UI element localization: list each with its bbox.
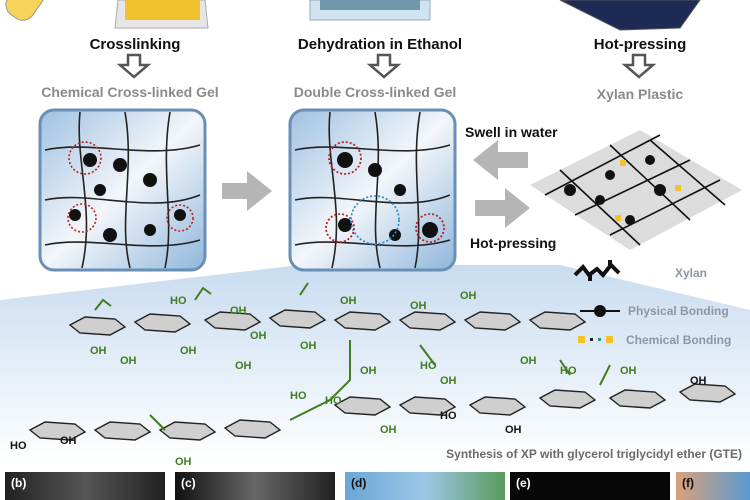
xylose-ring [133, 313, 192, 333]
xylose-ring [333, 311, 392, 331]
test-tube-icon [5, 0, 45, 21]
product-chemical-gel: Chemical Cross-linked Gel [41, 84, 219, 100]
yellow-gel-dish-icon [114, 0, 209, 29]
down-arrow-icon [366, 53, 402, 79]
down-arrow-icon [621, 53, 657, 79]
photo-c: (c) [175, 472, 335, 500]
molecule-label: OH [410, 300, 427, 312]
gte-linkers [94, 282, 611, 431]
molecule-label: OH [250, 330, 267, 342]
hot-pressing-label: Hot-pressing [470, 235, 557, 251]
xylose-ring [203, 311, 262, 331]
photo-label: (e) [516, 476, 531, 490]
molecule-label: HO [420, 360, 437, 372]
molecule-label: OH [620, 365, 637, 377]
legend-chemical-bonding: Chemical Bonding [626, 333, 732, 347]
chemical-gel-network [38, 108, 207, 272]
swell-arrow-icon [473, 140, 528, 180]
step-dehydration: Dehydration in Ethanol [297, 36, 463, 53]
xylose-ring [678, 383, 737, 403]
molecule-label: OH [180, 345, 197, 357]
double-gel-network [288, 108, 457, 272]
swell-in-water-label: Swell in water [465, 124, 558, 140]
xylose-ring [538, 389, 597, 409]
photo-label: (f) [682, 476, 694, 490]
xylose-ring [468, 396, 527, 416]
molecule-label: OH [460, 290, 477, 302]
blue-dish-icon [309, 0, 431, 21]
molecule-label: HO [170, 295, 187, 307]
molecule-label: HO [325, 395, 342, 407]
photo-d: (d) [345, 472, 505, 500]
molecule-label: OH [175, 456, 192, 468]
molecule-label: OH [90, 345, 107, 357]
photo-e: (e) [510, 472, 670, 500]
xylose-ring [608, 389, 667, 409]
down-arrow-icon [116, 53, 152, 79]
molecule-label: OH [230, 305, 247, 317]
hot-pressing-arrow-icon [475, 188, 530, 228]
xylose-ring [28, 421, 87, 441]
molecule-label: OH [380, 424, 397, 436]
figure-caption: Synthesis of XP with glycerol triglycidy… [446, 447, 742, 461]
chemical-bonding-icon [578, 336, 613, 343]
xylan-icon [573, 260, 621, 281]
photo-f: (f) [676, 472, 750, 500]
xylose-ring [93, 421, 152, 441]
xylose-ring [463, 311, 522, 331]
molecule-label: OH [120, 355, 137, 367]
molecule-label: HO [560, 365, 577, 377]
molecule-label: HO [440, 410, 457, 422]
photo-label: (c) [181, 476, 196, 490]
legend-xylan: Xylan [675, 266, 708, 280]
photo-b: (b) [5, 472, 165, 500]
molecule-label: OH [440, 375, 457, 387]
molecule-label: OH [60, 435, 77, 447]
molecule-label: OH [340, 295, 357, 307]
molecule-label: HO [290, 390, 307, 402]
step-hot-pressing: Hot-pressing [593, 36, 687, 53]
xylose-ring [398, 396, 457, 416]
photo-label: (b) [11, 476, 27, 490]
step-crosslinking: Crosslinking [89, 36, 181, 53]
molecule-label: OH [235, 360, 252, 372]
molecule-label: HO [10, 440, 27, 452]
photo-label: (d) [351, 476, 367, 490]
physical-bonding-icon [580, 305, 620, 317]
molecule-label: OH [520, 355, 537, 367]
xylose-ring [158, 421, 217, 441]
xylose-ring [223, 419, 282, 439]
molecule-label: OH [360, 365, 377, 377]
molecule-label: OH [690, 375, 707, 387]
molecule-label: OH [300, 340, 317, 352]
product-double-gel: Double Cross-linked Gel [293, 84, 457, 100]
hot-press-icon [559, 0, 701, 31]
xylose-ring [333, 396, 392, 416]
right-arrow-icon [222, 171, 272, 211]
xylose-ring [268, 309, 327, 329]
molecule-label: OH [505, 424, 522, 436]
legend-physical-bonding: Physical Bonding [628, 304, 729, 318]
xylose-ring [68, 316, 127, 336]
xylan-plastic-network [530, 130, 742, 250]
xylose-ring [398, 311, 457, 331]
xylan-chain-structure [28, 309, 737, 441]
xylose-ring [528, 311, 587, 331]
product-xylan-plastic: Xylan Plastic [596, 86, 684, 102]
